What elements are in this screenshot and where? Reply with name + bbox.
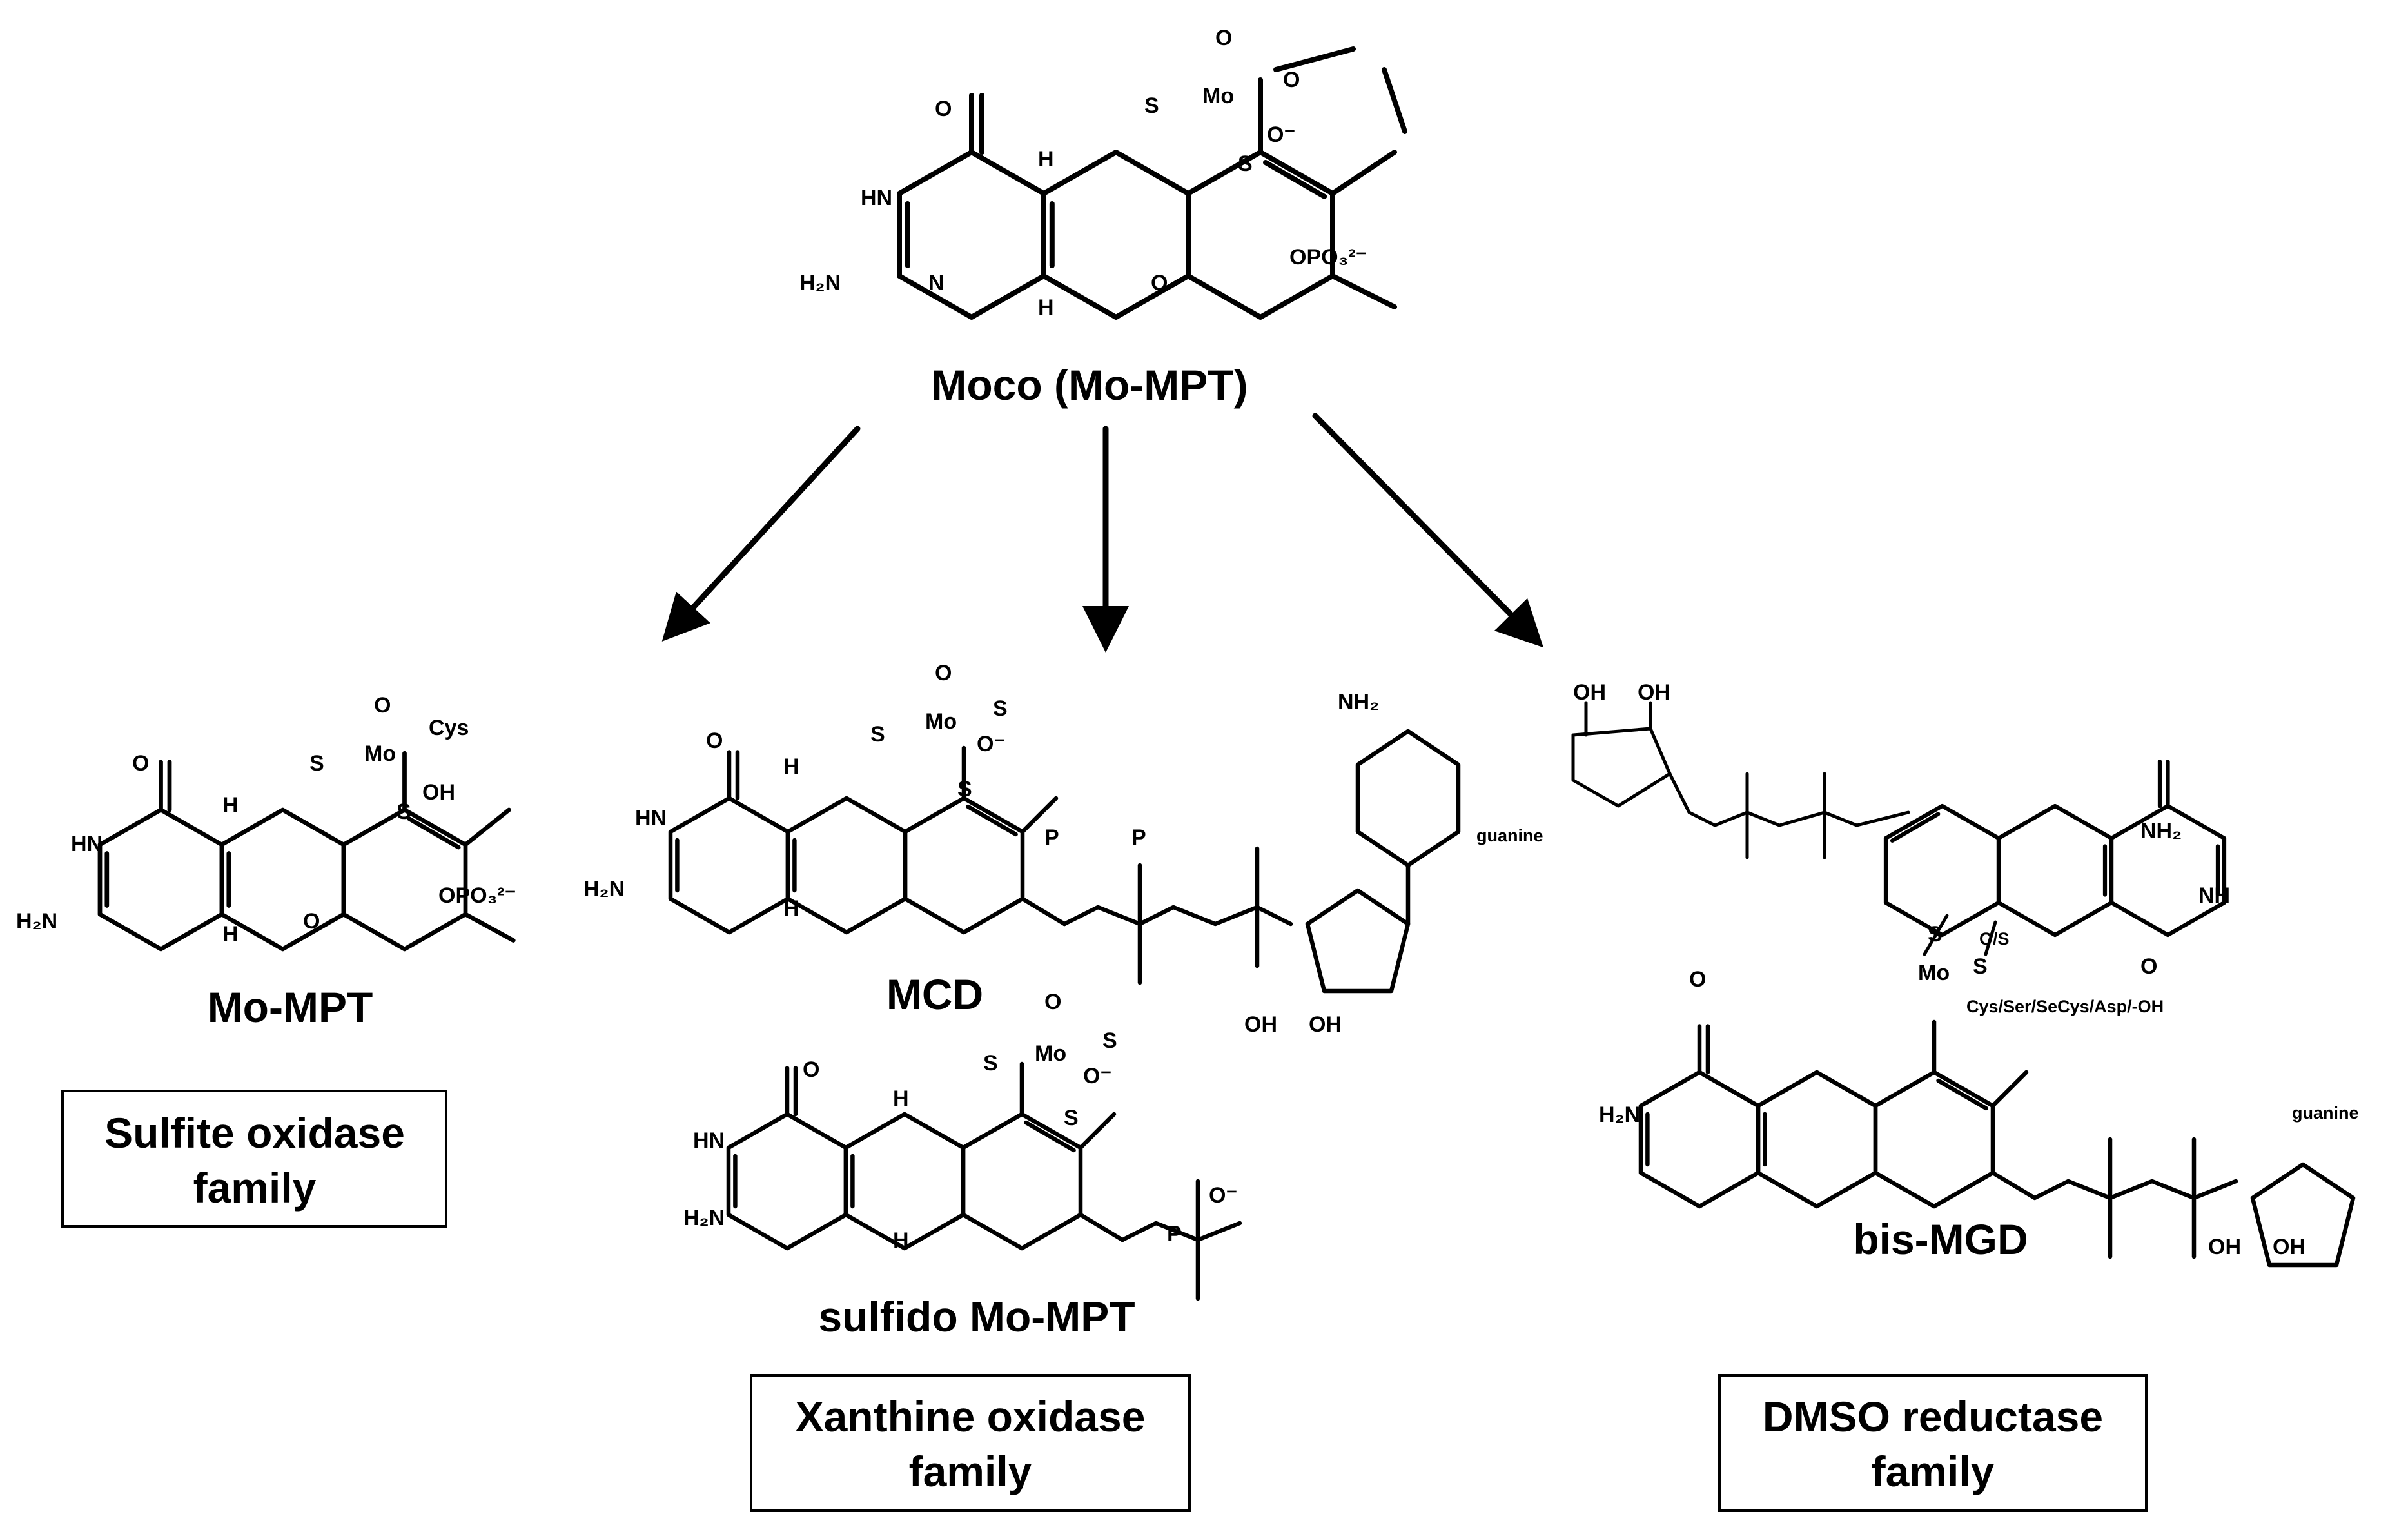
bismgd-oh4: OH: [2273, 1235, 2305, 1259]
mcd-nh-top: H: [783, 754, 799, 779]
mcd-oh1: OH: [1244, 1012, 1277, 1037]
sulfido-mo-o: O: [1044, 990, 1061, 1014]
mompt-s1: S: [309, 751, 324, 776]
mcd-nh-bottom: H: [783, 896, 799, 921]
moco-hn: HN: [861, 186, 892, 210]
moco-s2: S: [1238, 152, 1253, 176]
moco-s1: S: [1144, 93, 1159, 118]
mompt-mo: Mo: [364, 741, 396, 766]
mcd-mo-ominus: O⁻: [977, 732, 1005, 756]
bis-mgd-structure: guanine OH OH NH₂ NH O S S Mo O/S Cys/Se…: [1476, 680, 2359, 1268]
xanthine-oxidase-family-box: [750, 1374, 1191, 1512]
moco-n: N: [928, 271, 945, 295]
mompt-phosphate: OPO₃²⁻: [438, 883, 516, 908]
arrow-to-sulfite-oxidase: [661, 426, 861, 642]
mcd-mo-o: O: [935, 661, 952, 685]
moco-phosphate: OPO₃²⁻: [1289, 245, 1367, 270]
moco-mo-o1: O: [1215, 26, 1232, 50]
sulfido-carbonyl-o: O: [803, 1057, 819, 1082]
mcd-p2: P: [1131, 825, 1146, 850]
moco-carbonyl-o: O: [935, 97, 952, 121]
xanthine-family-line2: family: [909, 1448, 1032, 1495]
sulfido-nh-bottom: H: [893, 1228, 909, 1253]
mcd-nh2: NH₂: [1338, 690, 1379, 714]
bismgd-oh2: OH: [1638, 680, 1670, 705]
bismgd-nh2-top: NH₂: [2140, 819, 2182, 843]
mompt-h2n: H₂N: [16, 909, 57, 934]
dmso-family-line1: DMSO reductase: [1763, 1393, 2103, 1440]
dmso-reductase-family-box: [1718, 1374, 2148, 1512]
bismgd-title: bis-MGD: [1853, 1215, 2028, 1263]
moco-structure: O HN H₂N N H H S S Mo O O O⁻ O OPO₃²⁻ Mo…: [799, 26, 1408, 409]
moco-nh-bottom: H: [1038, 295, 1054, 320]
sulfido-hn: HN: [693, 1128, 725, 1153]
mompt-nh-bottom: H: [222, 922, 239, 947]
bismgd-s2: S: [1973, 954, 1988, 979]
bismgd-carbonyl-o-top: O: [2140, 954, 2157, 979]
mompt-title: Mo-MPT: [208, 983, 373, 1031]
bismgd-nh-top: NH: [2198, 883, 2230, 908]
bismgd-guanine-bottom: guanine: [2292, 1103, 2359, 1123]
bismgd-os: O/S: [1979, 929, 2010, 948]
bismgd-s1: S: [1928, 922, 1943, 947]
moco-ring-o: O: [1151, 271, 1168, 295]
mcd-oh2: OH: [1309, 1012, 1342, 1037]
mo-mpt-structure: O HN H₂N H H S S Mo O Cys OH O OPO₃²⁻ Mo…: [16, 693, 516, 1031]
mompt-s2: S: [396, 800, 411, 824]
mcd-structure: O HN H₂N H H S S Mo O S O⁻ P P NH₂ OH OH…: [583, 661, 1461, 1037]
bismgd-carbonyl-o-bottom: O: [1689, 967, 1706, 992]
moco-mo-ominus: O⁻: [1267, 123, 1295, 147]
mcd-hn: HN: [635, 806, 667, 830]
bismgd-oh1: OH: [1573, 680, 1606, 705]
sulfido-h2n: H₂N: [683, 1206, 725, 1230]
mompt-ring-o: O: [303, 909, 320, 934]
mcd-mo-s: S: [993, 696, 1008, 721]
sulfite-family-line2: family: [193, 1164, 317, 1212]
sulfido-nh-top: H: [893, 1086, 909, 1111]
moco-nh-top: H: [1038, 147, 1054, 172]
bismgd-ligand: Cys/Ser/SeCys/Asp/-OH: [1966, 997, 2164, 1016]
sulfido-mompt-structure: O HN H₂N H H S S Mo O S O⁻ P O⁻ sulfido …: [683, 990, 1242, 1340]
dmso-family-line2: family: [1872, 1448, 1995, 1495]
moco-mo-o2: O: [1283, 68, 1300, 92]
sulfido-mo-ominus: O⁻: [1083, 1064, 1111, 1088]
mcd-p1: P: [1044, 825, 1059, 850]
sulfido-mo-s: S: [1102, 1028, 1117, 1053]
sulfido-s2: S: [1064, 1106, 1079, 1130]
bismgd-mo: Mo: [1918, 961, 1950, 985]
mcd-mo: Mo: [925, 709, 957, 734]
sulfido-p-ominus: O⁻: [1209, 1183, 1237, 1208]
mompt-nh-top: H: [222, 793, 239, 818]
sulfite-oxidase-family-box: [61, 1090, 447, 1228]
sulfite-family-line1: Sulfite oxidase: [104, 1109, 405, 1157]
mompt-oh: OH: [422, 780, 455, 805]
bismgd-oh3: OH: [2208, 1235, 2241, 1259]
moco-mo: Mo: [1202, 84, 1234, 108]
mompt-mo-o: O: [374, 693, 391, 718]
sulfido-s1: S: [983, 1051, 998, 1075]
arrow-to-dmso-reductase: [1312, 413, 1543, 648]
sulfido-mo: Mo: [1035, 1041, 1066, 1066]
sulfido-p: P: [1167, 1222, 1182, 1246]
bismgd-guanine-top: guanine: [1476, 826, 1543, 845]
mompt-hn: HN: [71, 832, 103, 856]
mcd-s1: S: [870, 722, 885, 747]
mompt-carbonyl-o: O: [132, 751, 149, 776]
moco-title: Moco (Mo-MPT): [931, 361, 1248, 409]
mcd-s2: S: [957, 777, 972, 801]
bismgd-h2n-bottom: H₂N: [1599, 1103, 1640, 1127]
mcd-title: MCD: [886, 970, 983, 1018]
mompt-cys: Cys: [429, 716, 469, 740]
xanthine-family-line1: Xanthine oxidase: [796, 1393, 1146, 1440]
sulfido-title: sulfido Mo-MPT: [818, 1293, 1135, 1340]
mcd-carbonyl-o: O: [706, 729, 723, 753]
mcd-h2n: H₂N: [583, 877, 625, 901]
moco-h2n: H₂N: [799, 271, 841, 295]
